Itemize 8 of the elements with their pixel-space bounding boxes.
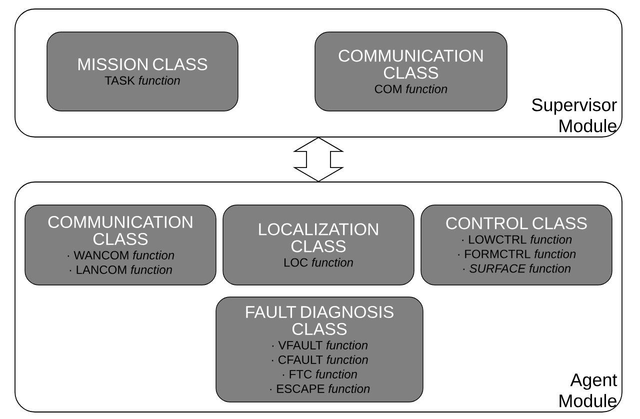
class-box: COMMUNICATION CLASS COM function (314, 32, 508, 112)
class-box: LOCALIZATION CLASS LOC function (222, 204, 414, 286)
class-box: CONTROL CLASS · LOWCTRL function · FORMCTRL function · SURFACE function (420, 204, 612, 286)
module-label: Agent Module (560, 374, 618, 408)
module-label: Supervisor Module (532, 98, 617, 132)
class-box: COMMUNICATION CLASS · WANCOM function · LANCOM function (24, 204, 216, 286)
class-box: FAULT DIAGNOSIS CLASS · VFAULT function · CFAULT function · FTC function · ESCAPE function (216, 296, 424, 402)
class-box: MISSION CLASS TASK function (46, 32, 238, 112)
